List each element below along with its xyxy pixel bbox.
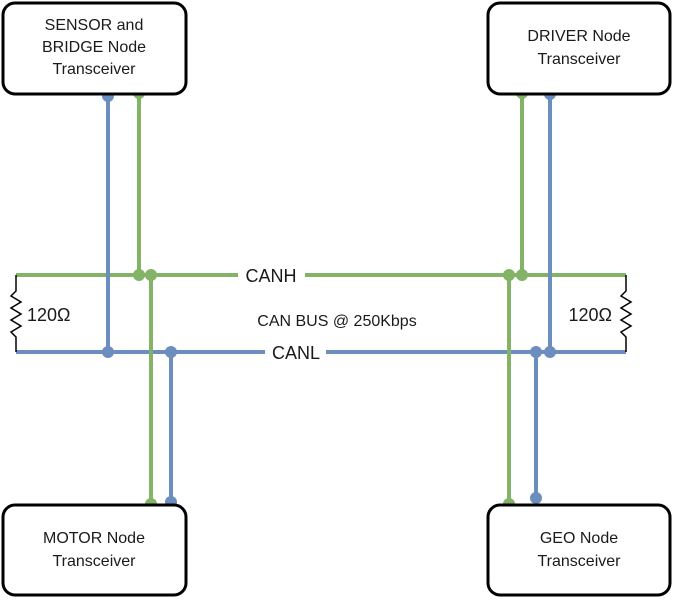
left-resistor-label: 120Ω [27,305,71,325]
junction-dot [544,346,556,358]
node-label-line: Transceiver [53,553,137,570]
junction-dot [530,492,542,504]
node-label-line: DRIVER Node [527,28,630,45]
junction-dot [145,269,157,281]
geo-node: GEO Node Transceiver [486,503,672,597]
node-label-line: Transceiver [53,61,137,78]
node-label-line: MOTOR Node [43,530,145,547]
sensor-bridge-node: SENSOR and BRIDGE Node Transceiver [1,1,188,96]
left-resistor [9,275,23,352]
node-label-line: GEO Node [540,530,618,547]
junction-dot [503,269,515,281]
junction-dot [133,269,145,281]
node-label-line: Transceiver [538,553,622,570]
junction-dot [530,346,542,358]
node-label-line: Transceiver [538,51,622,68]
canh-label: CANH [245,266,296,286]
canl-label: CANL [272,343,320,363]
driver-node: DRIVER Node Transceiver [486,1,672,96]
junction-dot [165,346,177,358]
bus-description: CAN BUS @ 250Kbps [257,313,416,330]
right-resistor-label: 120Ω [569,305,613,325]
node-label-line: BRIDGE Node [42,39,146,56]
motor-node: MOTOR Node Transceiver [1,503,188,597]
junction-dot [102,346,114,358]
junction-dot [516,269,528,281]
node-label-line: SENSOR and [45,17,144,34]
right-resistor [619,275,633,352]
